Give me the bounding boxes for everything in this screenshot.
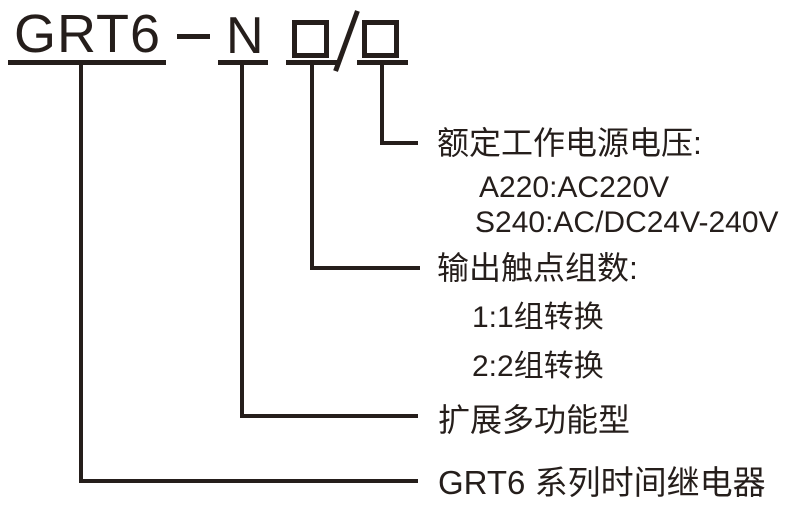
dash-symbol <box>177 34 210 39</box>
label-series-name: GRT6 系列时间继电器 <box>438 464 766 501</box>
placeholder-box-voltage <box>362 20 399 58</box>
connector-contacts-vertical <box>310 62 314 270</box>
label-multifunction-type: 扩展多功能型 <box>438 402 631 438</box>
connector-function-vertical <box>240 62 244 418</box>
option-2-group: 2:2组转换 <box>472 350 604 383</box>
underline-series <box>8 60 166 65</box>
connector-series-horizontal <box>79 479 418 483</box>
placeholder-box-contacts <box>292 20 329 58</box>
label-contact-groups: 输出触点组数: <box>437 250 638 286</box>
option-a220: A220:AC220V <box>479 171 670 204</box>
model-series-text: GRT6 <box>14 4 162 64</box>
connector-voltage-horizontal <box>380 141 418 145</box>
option-s240: S240:AC/DC24V-240V <box>475 206 779 239</box>
connector-series-vertical <box>79 62 83 483</box>
label-rated-voltage: 额定工作电源电压: <box>437 125 702 161</box>
model-type-text: N <box>226 7 265 65</box>
connector-function-horizontal <box>240 414 418 418</box>
option-1-group: 1:1组转换 <box>472 301 604 334</box>
connector-voltage-vertical <box>380 62 384 145</box>
connector-contacts-horizontal <box>310 266 420 270</box>
